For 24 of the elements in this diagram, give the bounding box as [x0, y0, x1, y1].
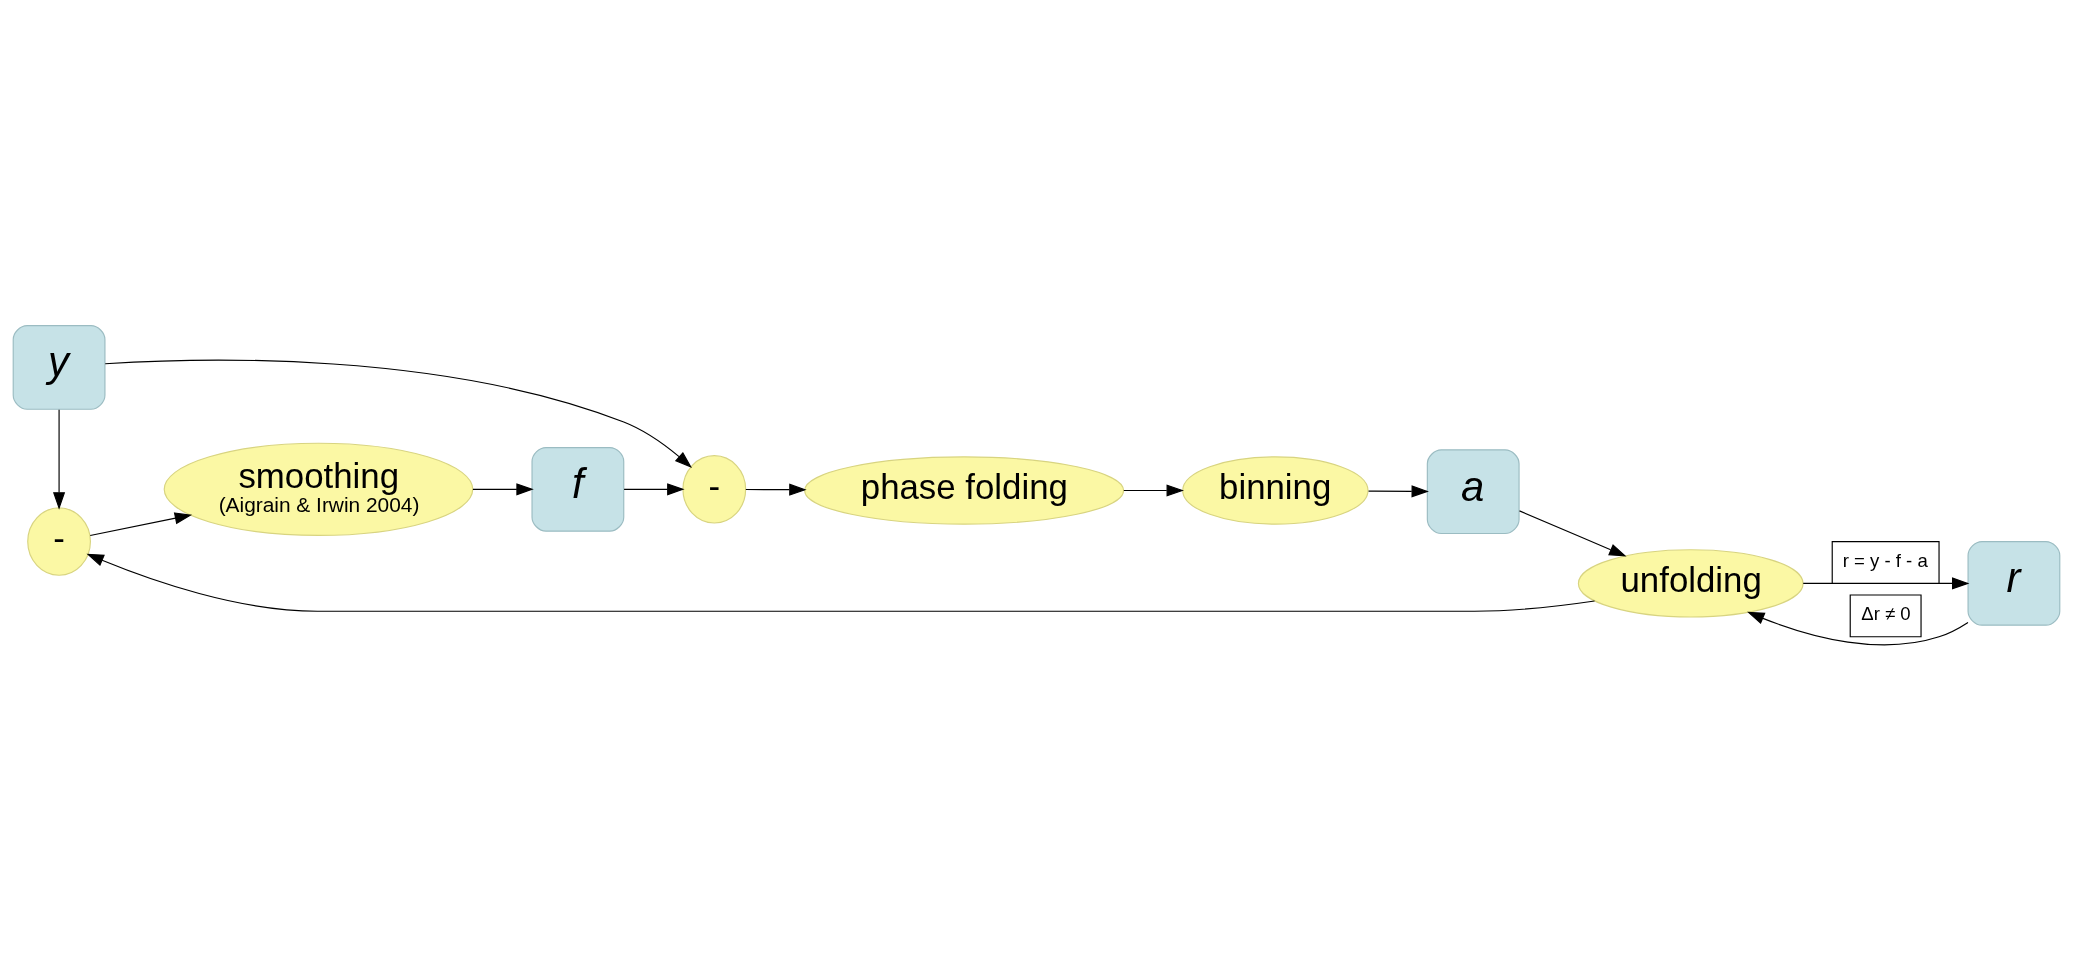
arrow: [53, 408, 66, 510]
arrow: [1518, 509, 1627, 556]
arrow: [89, 511, 193, 536]
arrow: [1123, 483, 1184, 497]
node-ellipse: phase folding: [804, 455, 1125, 525]
node-box: r: [1967, 540, 2061, 626]
edge-label: r = y - f - a: [1842, 549, 1928, 571]
node-ellipse: smoothing (Aigrain & Irwin 2004): [163, 442, 474, 536]
node-box: f: [531, 446, 625, 532]
arrow: [745, 483, 807, 496]
arrow: [104, 359, 692, 468]
arrow: [1367, 484, 1429, 497]
arrow: [623, 482, 685, 495]
arrow: [1747, 611, 1969, 645]
edge-label: Δr ≠ 0: [1861, 602, 1911, 624]
node-box: a: [1426, 448, 1520, 534]
node-ellipse: unfolding: [1577, 548, 1804, 618]
node-circle: -: [27, 506, 91, 576]
arrow: [86, 553, 1596, 612]
node-circle: -: [682, 454, 747, 524]
node-box: y: [12, 324, 106, 410]
node-ellipse: binning: [1182, 455, 1369, 525]
arrow: [472, 482, 534, 495]
arrow: [1802, 576, 1970, 589]
